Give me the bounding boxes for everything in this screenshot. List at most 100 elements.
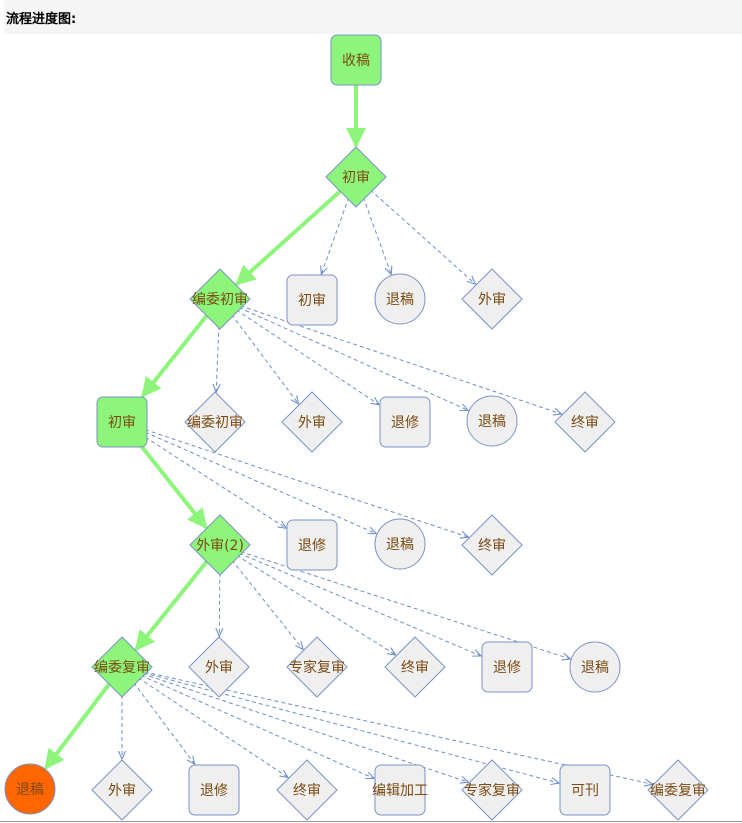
node-label: 初审 bbox=[342, 169, 370, 186]
flow-node-rounded[interactable]: 退修 bbox=[188, 764, 240, 816]
option-arrow bbox=[216, 325, 219, 392]
node-label: 退稿 bbox=[581, 660, 609, 676]
flow-node-diamond[interactable]: 编委复审 bbox=[647, 759, 709, 821]
flow-node-rounded[interactable]: 收稿 bbox=[330, 34, 382, 86]
option-arrow bbox=[239, 552, 481, 656]
option-arrow bbox=[144, 431, 376, 533]
node-shape bbox=[330, 34, 382, 86]
main-flow-arrow bbox=[134, 558, 210, 652]
option-arrow bbox=[231, 559, 303, 649]
flow-node-rounded[interactable]: 可刊 bbox=[559, 764, 611, 816]
option-arrow bbox=[142, 673, 469, 782]
main-flow-arrow bbox=[44, 681, 112, 770]
flow-node-diamond[interactable]: 初审 bbox=[325, 146, 387, 208]
node-shape bbox=[461, 268, 523, 330]
flow-node-diamond[interactable]: 终审 bbox=[461, 514, 523, 576]
node-shape bbox=[96, 396, 148, 448]
flow-node-diamond[interactable]: 外审(2) bbox=[189, 514, 251, 576]
option-arrow bbox=[321, 197, 350, 274]
node-label: 退稿 bbox=[386, 537, 414, 553]
flow-node-rounded[interactable]: 退修 bbox=[379, 396, 431, 448]
node-shape bbox=[374, 764, 426, 816]
node-label: 终审 bbox=[478, 538, 506, 554]
node-label: 外审(2) bbox=[196, 538, 244, 554]
node-label: 外审 bbox=[205, 660, 233, 676]
flow-node-rounded[interactable]: 编辑加工 bbox=[372, 764, 428, 816]
node-shape bbox=[559, 764, 611, 816]
node-label: 退修 bbox=[391, 415, 419, 431]
option-arrow bbox=[231, 314, 299, 404]
node-label: 终审 bbox=[293, 783, 321, 799]
node-shape bbox=[461, 759, 523, 821]
main-flow-arrow bbox=[140, 312, 210, 398]
flow-node-rounded[interactable]: 退修 bbox=[481, 641, 533, 693]
node-label: 编委复审 bbox=[94, 659, 150, 676]
node-shape bbox=[374, 518, 426, 570]
node-shape bbox=[276, 759, 338, 821]
option-arrow bbox=[236, 555, 396, 655]
node-shape bbox=[647, 759, 709, 821]
diagram-title: 流程进度图: bbox=[6, 12, 77, 27]
flow-node-circle[interactable]: 退稿 bbox=[374, 518, 426, 570]
main-flow-arrow bbox=[235, 188, 344, 286]
node-label: 外审 bbox=[108, 783, 136, 799]
flow-node-circle[interactable]: 退稿 bbox=[4, 763, 56, 815]
option-arrow bbox=[369, 189, 475, 284]
node-label: 初审 bbox=[108, 414, 136, 431]
node-shape bbox=[281, 391, 343, 453]
flow-node-diamond[interactable]: 外审 bbox=[188, 636, 250, 698]
node-shape bbox=[379, 396, 431, 448]
node-label: 初审 bbox=[298, 292, 326, 309]
option-arrow bbox=[238, 307, 468, 411]
main-flow-arrow bbox=[139, 444, 208, 530]
flow-node-diamond[interactable]: 专家复审 bbox=[286, 636, 348, 698]
option-arrow bbox=[236, 309, 379, 405]
flow-node-diamond[interactable]: 外审 bbox=[461, 268, 523, 330]
flow-node-rounded[interactable]: 退修 bbox=[286, 519, 338, 571]
bottom-divider bbox=[0, 821, 742, 822]
node-shape bbox=[91, 636, 153, 698]
edge-layer bbox=[44, 83, 653, 784]
node-shape bbox=[466, 395, 518, 447]
node-label: 可刊 bbox=[571, 783, 599, 799]
flow-node-rounded[interactable]: 初审 bbox=[286, 274, 338, 326]
node-label: 专家复审 bbox=[289, 659, 345, 676]
node-shape bbox=[461, 514, 523, 576]
node-shape bbox=[286, 274, 338, 326]
flow-node-diamond[interactable]: 编委初审 bbox=[189, 268, 251, 330]
node-label: 退修 bbox=[200, 783, 228, 799]
flow-node-rounded[interactable]: 初审 bbox=[96, 396, 148, 448]
node-label: 编委初审 bbox=[192, 291, 248, 308]
node-shape bbox=[481, 641, 533, 693]
option-arrow bbox=[144, 429, 468, 538]
node-shape bbox=[286, 636, 348, 698]
flow-node-circle[interactable]: 退稿 bbox=[374, 273, 426, 325]
node-shape bbox=[91, 759, 153, 821]
node-label: 外审 bbox=[298, 415, 326, 431]
flow-node-diamond[interactable]: 终审 bbox=[384, 636, 446, 698]
node-shape bbox=[4, 763, 56, 815]
option-arrow bbox=[144, 671, 653, 784]
flow-node-diamond[interactable]: 终审 bbox=[554, 391, 616, 453]
node-label: 退稿 bbox=[16, 782, 44, 798]
node-shape bbox=[188, 764, 240, 816]
flow-node-diamond[interactable]: 专家复审 bbox=[461, 759, 523, 821]
flow-node-diamond[interactable]: 外审 bbox=[91, 759, 153, 821]
diagram-header: 流程进度图: bbox=[4, 0, 742, 34]
node-shape bbox=[189, 514, 251, 576]
flow-node-circle[interactable]: 退稿 bbox=[466, 395, 518, 447]
flow-node-circle[interactable]: 退稿 bbox=[569, 641, 621, 693]
node-label: 退稿 bbox=[478, 414, 506, 430]
node-label: 外审 bbox=[478, 292, 506, 308]
option-arrow bbox=[133, 682, 195, 765]
flow-node-diamond[interactable]: 外审 bbox=[281, 391, 343, 453]
node-label: 收稿 bbox=[342, 53, 370, 69]
node-label: 专家复审 bbox=[464, 782, 520, 799]
node-label: 终审 bbox=[571, 415, 599, 431]
flow-node-diamond[interactable]: 编委复审 bbox=[91, 636, 153, 698]
node-shape bbox=[188, 636, 250, 698]
node-label: 退修 bbox=[493, 660, 521, 676]
flow-node-diamond[interactable]: 终审 bbox=[276, 759, 338, 821]
flow-node-diamond[interactable]: 编委初审 bbox=[184, 391, 246, 453]
